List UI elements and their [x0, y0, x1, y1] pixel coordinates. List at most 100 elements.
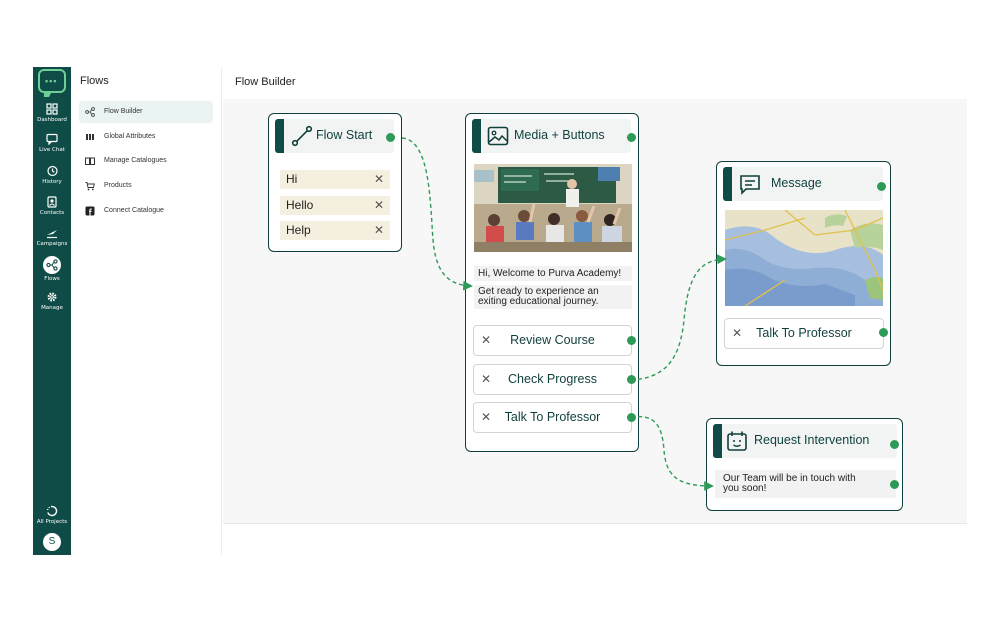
node-header: Media + Buttons: [472, 119, 631, 153]
node-accent-bar: [472, 119, 481, 153]
output-port[interactable]: [627, 133, 636, 142]
rail-label: Live Chat: [39, 147, 65, 153]
dashboard-icon: [46, 103, 58, 115]
output-port[interactable]: [386, 133, 395, 142]
flow-route-icon: [291, 125, 313, 147]
sidebar-item-manage-catalogues[interactable]: Manage Catalogues: [79, 150, 213, 172]
avatar[interactable]: S: [43, 533, 61, 551]
sidebar-item-label: Manage Catalogues: [104, 157, 167, 164]
remove-keyword-icon[interactable]: ✕: [373, 172, 384, 186]
keyword-chip[interactable]: Hi✕: [280, 170, 390, 189]
gear-icon: [47, 292, 57, 302]
output-port[interactable]: [890, 480, 899, 489]
sidebar-item-products[interactable]: Products: [79, 175, 213, 197]
classroom-image: [474, 164, 632, 252]
node-header: Flow Start: [275, 119, 394, 153]
rail-label: Manage: [41, 305, 63, 311]
rail-label: Dashboard: [37, 117, 67, 123]
node-accent-bar: [723, 167, 732, 201]
flow-button-talk-to-professor[interactable]: ✕ Talk To Professor: [473, 402, 632, 433]
flows-icon: [46, 259, 58, 271]
output-port[interactable]: [877, 182, 886, 191]
button-label: Talk To Professor: [756, 326, 852, 340]
sidebar-item-label: Flow Builder: [104, 108, 143, 115]
rail-item-flows[interactable]: Flows: [33, 256, 71, 283]
sidebar-item-flow-builder[interactable]: Flow Builder: [79, 101, 213, 123]
attributes-icon: [86, 134, 94, 140]
keyword-chip[interactable]: Help✕: [280, 221, 390, 240]
calendar-face-icon: [727, 431, 747, 451]
button-label: Check Progress: [508, 372, 597, 386]
flow-builder-icon: [85, 107, 95, 117]
welcome-text: Hi, Welcome to Purva Academy!: [474, 266, 632, 281]
message-node[interactable]: Message ✕ Talk To Professor: [716, 161, 891, 366]
cart-icon: [85, 182, 95, 191]
remove-keyword-icon[interactable]: ✕: [373, 198, 384, 212]
intervention-text: Our Team will be in touch with you soon!: [715, 470, 896, 498]
contacts-icon: [47, 196, 57, 208]
node-title: Media + Buttons: [514, 128, 605, 142]
rail-item-campaigns[interactable]: Campaigns: [33, 227, 71, 248]
flow-start-node[interactable]: Flow Start Hi✕ Hello ✕ Help✕: [268, 113, 402, 252]
output-port[interactable]: [879, 328, 888, 337]
output-port[interactable]: [627, 336, 636, 345]
main-header: Flow Builder: [223, 67, 967, 99]
button-label: Talk To Professor: [504, 410, 601, 424]
image-icon: [487, 126, 509, 146]
rail-item-live-chat[interactable]: Live Chat: [33, 133, 71, 154]
flow-button-talk-to-professor[interactable]: ✕ Talk To Professor: [724, 318, 884, 349]
flow-button-review-course[interactable]: ✕ Review Course: [473, 325, 632, 356]
rail-label: Campaigns: [36, 241, 68, 247]
chat-icon: [46, 133, 58, 145]
output-port[interactable]: [890, 440, 899, 449]
rail-label: Flows: [44, 276, 60, 282]
rail-item-dashboard[interactable]: Dashboard: [33, 103, 71, 124]
intervention-text-line: you soon!: [723, 483, 767, 494]
body-text-line: Get ready to experience an: [478, 286, 599, 297]
remove-keyword-icon[interactable]: ✕: [373, 223, 384, 237]
rail-label: History: [42, 179, 62, 185]
left-rail: ••• Dashboard Live Chat History Contacts…: [33, 67, 71, 555]
sidebar-item-global-attributes[interactable]: Global Attributes: [79, 126, 213, 148]
remove-button-icon[interactable]: ✕: [732, 326, 743, 340]
map-image: [725, 210, 883, 306]
intervention-text-line: Our Team will be in touch with: [723, 473, 856, 484]
request-intervention-node[interactable]: Request Intervention Our Team will be in…: [706, 418, 903, 511]
node-title: Message: [771, 176, 822, 190]
keyword-text: Hello: [286, 198, 314, 212]
sidebar-item-label: Connect Catalogue: [104, 207, 164, 214]
node-header: Message: [723, 167, 883, 201]
media-buttons-node[interactable]: Media + Buttons Hi, Welcome to Purva Aca…: [465, 113, 639, 452]
node-accent-bar: [713, 424, 722, 458]
sidebar-item-label: Products: [104, 182, 132, 189]
remove-button-icon[interactable]: ✕: [481, 410, 492, 424]
body-text-line: exiting educational journey.: [478, 296, 599, 307]
remove-button-icon[interactable]: ✕: [481, 372, 492, 386]
catalogue-icon: [85, 157, 95, 165]
sidebar-item-connect-catalogue[interactable]: Connect Catalogue: [79, 200, 213, 222]
facebook-icon: [85, 206, 95, 216]
rail-item-history[interactable]: History: [33, 165, 71, 186]
rail-item-manage[interactable]: Manage: [33, 291, 71, 312]
body-text: Get ready to experience an exiting educa…: [474, 285, 632, 309]
rail-item-all-projects[interactable]: All Projects: [33, 505, 71, 526]
button-label: Review Course: [510, 333, 595, 347]
rail-item-contacts[interactable]: Contacts: [33, 196, 71, 217]
sidebar-title: Flows: [80, 75, 109, 87]
message-icon: [740, 175, 760, 195]
node-header: Request Intervention: [713, 424, 897, 458]
node-title: Request Intervention: [754, 433, 870, 447]
node-accent-bar: [275, 119, 284, 153]
rail-label: All Projects: [36, 519, 68, 525]
remove-button-icon[interactable]: ✕: [481, 333, 492, 347]
sidebar-item-label: Global Attributes: [104, 133, 156, 140]
app-logo[interactable]: •••: [38, 69, 66, 97]
output-port[interactable]: [627, 413, 636, 422]
keyword-chip[interactable]: Hello ✕: [280, 196, 390, 215]
campaigns-icon: [47, 230, 57, 239]
output-port[interactable]: [627, 375, 636, 384]
flow-button-check-progress[interactable]: ✕ Check Progress: [473, 364, 632, 395]
node-title: Flow Start: [316, 128, 373, 142]
rail-label: Contacts: [39, 210, 65, 216]
projects-icon: [46, 505, 58, 517]
